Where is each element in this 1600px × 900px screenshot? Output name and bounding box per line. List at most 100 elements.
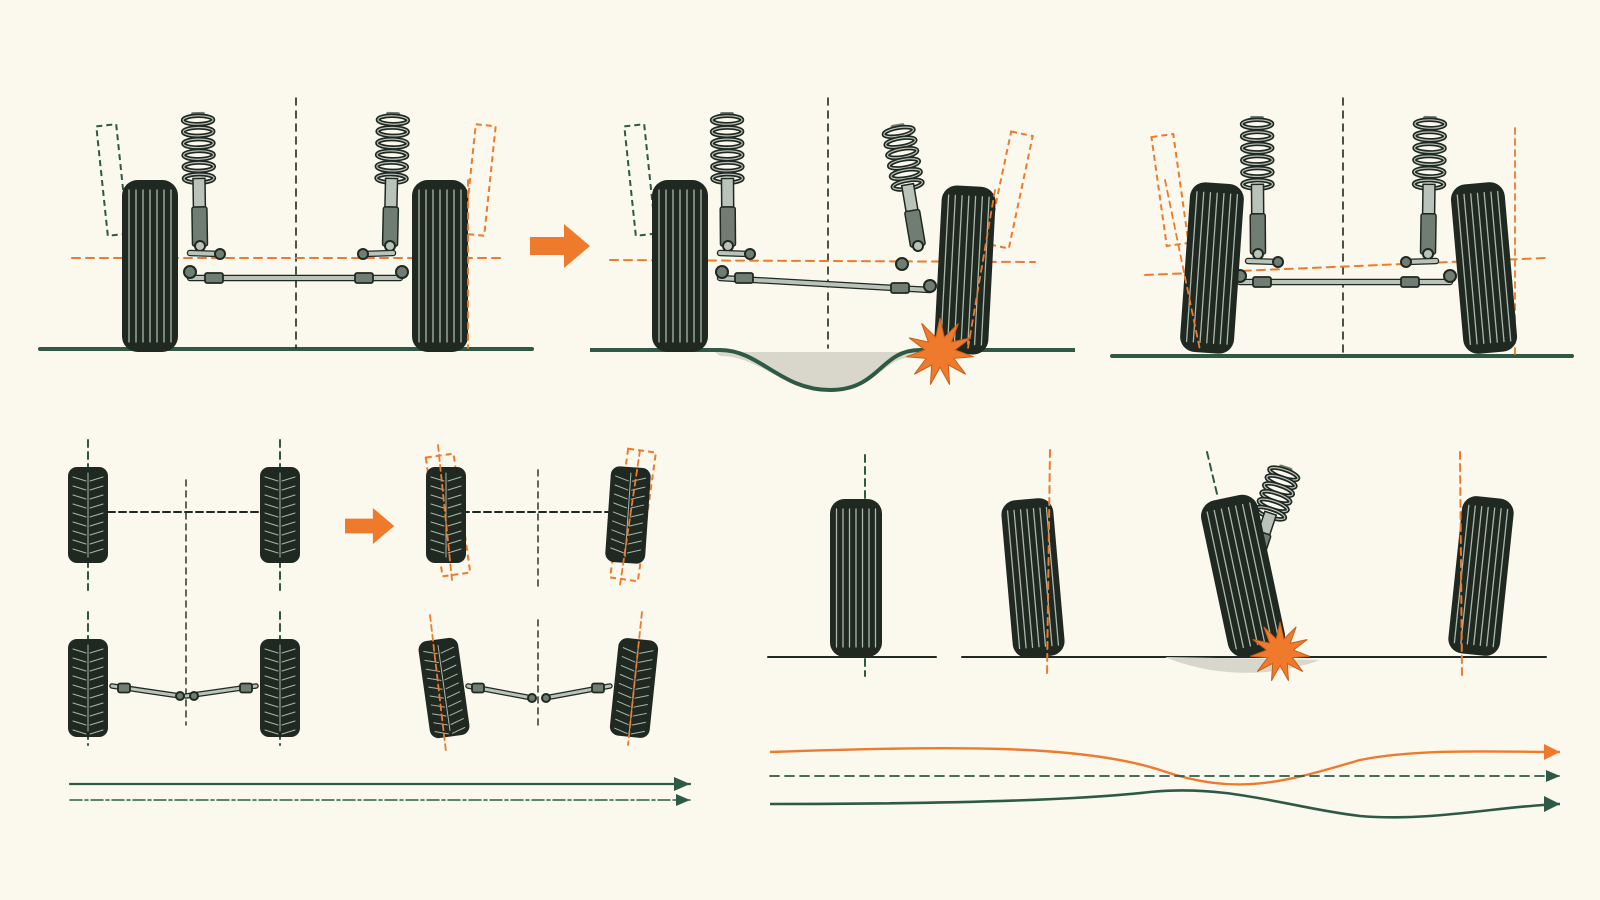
tread-mark <box>447 512 462 518</box>
tire-groove <box>953 195 963 345</box>
tire-groove <box>1039 507 1053 647</box>
tread-mark <box>614 727 628 735</box>
tread-mark <box>430 548 445 554</box>
tread-mark <box>619 673 634 681</box>
spring-highlight <box>376 150 408 160</box>
damper-upper <box>192 177 207 208</box>
spring-highlight <box>886 147 918 159</box>
tire-groove <box>1456 194 1472 346</box>
right-camber-line <box>967 189 996 349</box>
tread-mark <box>638 659 653 663</box>
right-coil-spring-icon <box>881 123 926 253</box>
tread-mark <box>89 702 104 708</box>
rod-end <box>1400 276 1420 288</box>
right-tire-icon <box>934 185 996 355</box>
tread-mark <box>430 530 445 536</box>
ball-joint <box>1400 256 1412 268</box>
ball-joint <box>923 279 937 293</box>
tire-groove <box>1227 506 1259 646</box>
tread-mark <box>612 520 626 527</box>
tread-mark <box>281 485 296 491</box>
left-coil-spring-icon <box>709 111 745 252</box>
tread-mark <box>281 521 296 527</box>
tread-mark <box>72 503 87 509</box>
tread-mark <box>424 659 439 664</box>
tire-groove <box>1249 502 1280 641</box>
top-view-toe-panel <box>68 439 659 753</box>
tread-mark <box>281 729 296 735</box>
tire-groove <box>1241 503 1273 643</box>
tread-mark <box>72 539 87 545</box>
tread-mark <box>617 691 632 699</box>
tread-mark <box>425 668 441 672</box>
tread-mark <box>622 647 637 654</box>
tread-mark <box>447 521 462 527</box>
toe-line <box>437 444 453 581</box>
path-arrowhead <box>1546 770 1560 782</box>
strut-body <box>881 123 926 253</box>
tread-mark <box>430 539 445 545</box>
front-left-tire-icon <box>68 467 108 563</box>
tread-mark <box>264 548 279 554</box>
ball-joint <box>357 248 369 260</box>
tire-groove <box>1466 506 1483 645</box>
tread-mark <box>72 702 87 708</box>
tread-mark <box>72 675 87 681</box>
arrow-right-small-icon <box>345 507 395 545</box>
tread-mark <box>89 675 104 681</box>
tire-groove <box>1226 193 1239 345</box>
spring-highlight <box>711 138 743 149</box>
tread-mark <box>615 718 629 726</box>
ball-joint <box>895 257 909 271</box>
spring-highlight <box>711 150 743 160</box>
tread-mark <box>264 648 279 654</box>
spring-highlight <box>1241 167 1273 178</box>
tread-mark <box>440 646 454 654</box>
tilted-tire-icon <box>1448 496 1514 656</box>
front-right-tire-icon <box>605 466 651 564</box>
tread-mark <box>449 709 463 716</box>
tread-mark <box>89 485 104 491</box>
rod-end <box>1252 276 1272 288</box>
spring-highlight <box>1413 167 1445 178</box>
tire-groove <box>1199 192 1212 343</box>
tread-mark <box>630 730 646 735</box>
tread-mark <box>281 684 296 690</box>
tread-mark <box>72 711 87 717</box>
tire-groove <box>1026 508 1040 648</box>
spring-highlight <box>182 126 214 137</box>
tread-mark <box>430 512 445 518</box>
burst-shape <box>906 317 974 385</box>
tread-mark <box>430 704 446 708</box>
rear-left-tire-icon <box>418 637 470 739</box>
tread-mark <box>617 700 631 708</box>
tread-mark <box>281 720 296 726</box>
tread-mark <box>72 512 87 518</box>
tread-mark <box>72 548 87 554</box>
tread-mark <box>89 720 104 726</box>
tread-mark <box>89 521 104 527</box>
rear-right-tire-icon <box>260 639 300 737</box>
path-arrowhead <box>1544 796 1560 812</box>
tire-groove <box>1473 506 1489 646</box>
tread-mark <box>629 513 644 518</box>
tilt-reference-line <box>1459 451 1463 677</box>
tread-mark <box>615 475 629 482</box>
tread-mark <box>434 731 449 735</box>
tread-mark <box>264 512 279 518</box>
tread-mark <box>264 675 279 681</box>
tread-mark <box>89 666 104 672</box>
tread-mark <box>72 720 87 726</box>
tire-groove <box>1045 506 1060 646</box>
damper-upper <box>1421 183 1436 215</box>
tread-mark <box>281 711 296 717</box>
spring-highlight <box>888 158 920 170</box>
right-tire-icon <box>412 180 468 352</box>
tire-groove <box>1460 505 1476 644</box>
strut-body <box>1411 115 1448 260</box>
spring-highlight <box>711 126 743 137</box>
tire-groove <box>1192 191 1205 343</box>
spring-highlight <box>1241 143 1273 153</box>
path-arrowhead <box>674 777 690 791</box>
